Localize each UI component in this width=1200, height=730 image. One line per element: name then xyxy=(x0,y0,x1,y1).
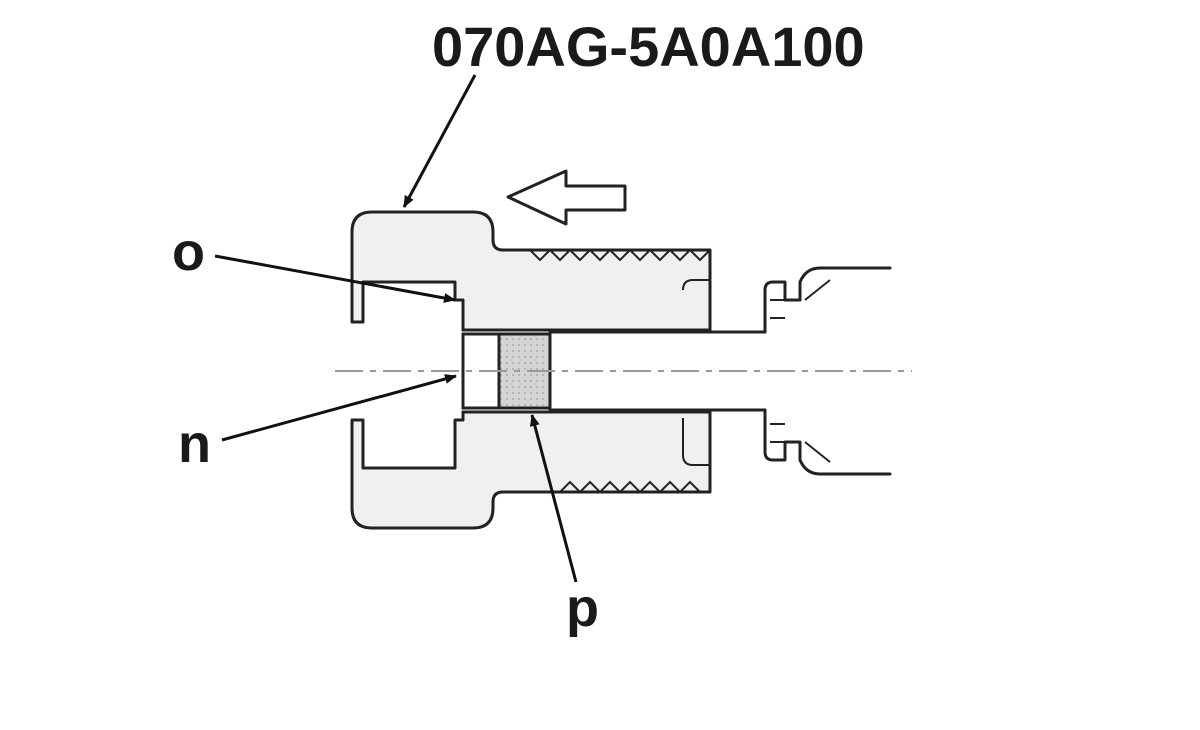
callout-o-leader xyxy=(214,254,456,303)
left-arrow-icon xyxy=(506,169,627,226)
thread-upper xyxy=(529,248,711,262)
callout-n-label: n xyxy=(178,414,211,474)
callout-o-label: o xyxy=(172,222,205,282)
nut-upper-section xyxy=(350,210,712,332)
thread-lower xyxy=(559,480,701,494)
part-number-leader xyxy=(402,74,477,208)
tube xyxy=(548,330,767,412)
tube-end-lower-detail xyxy=(770,423,831,463)
callout-n-leader xyxy=(221,374,457,442)
nut-lower-recess xyxy=(682,418,710,466)
callout-p-leader xyxy=(529,414,578,583)
nut-lower-section xyxy=(350,410,712,530)
callout-p-label: p xyxy=(566,578,599,638)
tube-end-upper-detail xyxy=(770,279,831,319)
nut-bore xyxy=(461,328,712,414)
nut-upper-recess xyxy=(682,279,710,291)
part-number-label: 070AG-5A0A100 xyxy=(432,15,865,78)
